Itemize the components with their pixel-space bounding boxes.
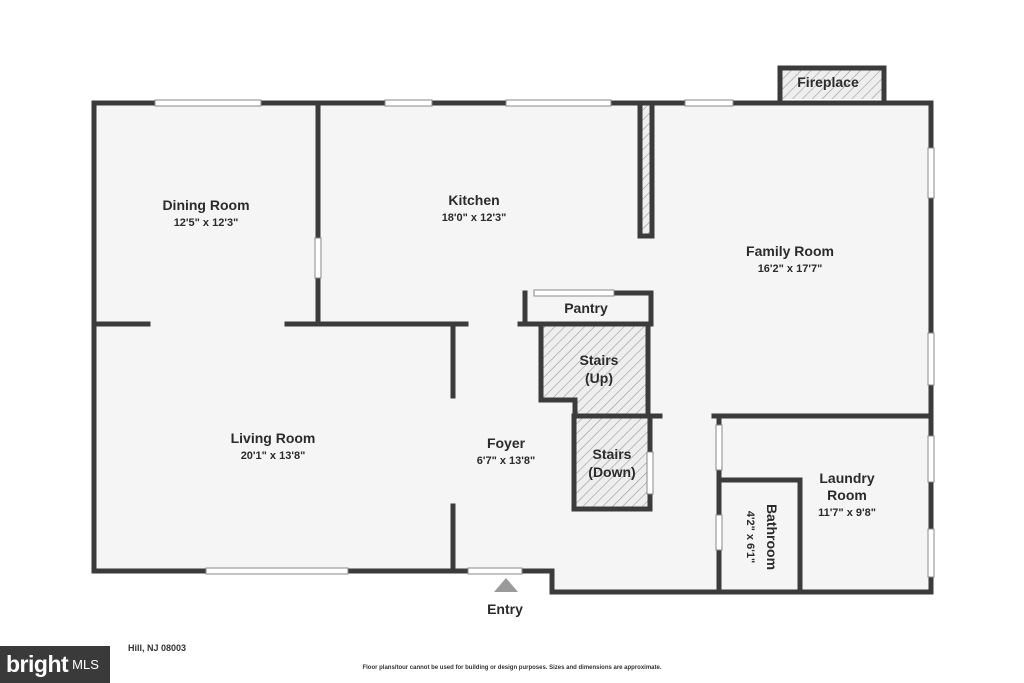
floor-area	[94, 103, 931, 592]
stairs-up-area	[541, 326, 648, 414]
disclaimer-text: Floor plans/tour cannot be used for buil…	[362, 665, 662, 671]
living-room-dims: 20'1" x 13'8"	[241, 450, 306, 462]
family-room-dims: 16'2" x 17'7"	[758, 263, 823, 275]
laundry-room-label-line2: Room	[827, 487, 867, 503]
stairs-down-label-line1: Stairs	[593, 446, 632, 462]
bright-mls-logo: bright MLS	[0, 646, 110, 683]
pantry-label: Pantry	[564, 300, 608, 316]
windows	[154, 99, 935, 578]
bathroom-dims: 4'2" x 6'1"	[744, 511, 756, 563]
bathroom-label: Bathroom	[764, 504, 780, 570]
laundry-room-dims: 11'7" x 9'8"	[818, 507, 876, 519]
kitchen-label: Kitchen	[448, 192, 499, 208]
stairs-down-label-line2: (Down)	[588, 464, 635, 480]
kitchen-column	[640, 103, 652, 236]
property-address: Hill, NJ 08003	[128, 643, 187, 653]
laundry-room-label-line1: Laundry	[819, 470, 874, 486]
dining-room-dims: 12'5" x 12'3"	[174, 217, 239, 229]
family-room-label: Family Room	[746, 243, 834, 259]
fireplace-hearth	[781, 68, 883, 99]
entry-label: Entry	[487, 601, 523, 617]
dining-room-label: Dining Room	[162, 197, 249, 213]
stairs-down-area	[574, 418, 648, 508]
foyer-dims: 6'7" x 13'8"	[477, 455, 535, 467]
stairs-up-label-line2: (Up)	[585, 370, 613, 386]
logo-main-text: bright	[6, 651, 69, 677]
stairs-up-label-line1: Stairs	[580, 352, 619, 368]
living-room-label: Living Room	[231, 430, 316, 446]
entry-door	[467, 567, 523, 575]
entry-arrow-icon	[494, 578, 518, 592]
logo-sub-text: MLS	[72, 657, 99, 672]
fireplace-label: Fireplace	[797, 74, 859, 90]
kitchen-dims: 18'0" x 12'3"	[442, 212, 507, 224]
foyer-label: Foyer	[487, 435, 526, 451]
